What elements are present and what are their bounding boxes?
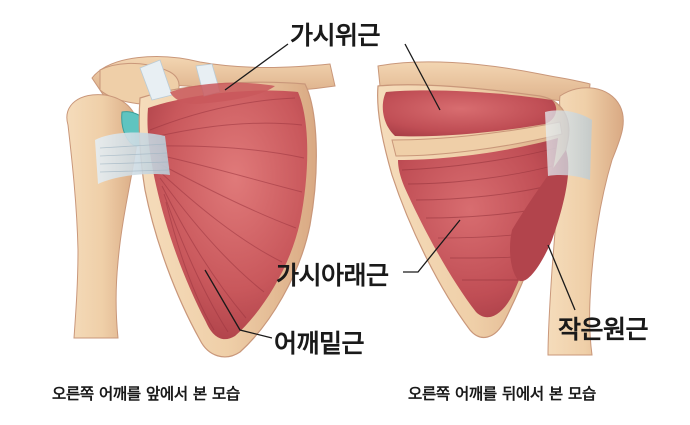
label-subscapularis: 어깨밑근: [274, 329, 365, 358]
front-view-illustration: [66, 56, 336, 358]
leader-supraspinatus-front: [224, 43, 289, 91]
caption-front-view: 오른쪽 어깨를 앞에서 본 모습: [52, 385, 240, 403]
label-teres-minor: 작은원근: [558, 315, 649, 344]
leader-subscapularis: [204, 269, 273, 339]
subscapularis-fibers: [149, 97, 305, 333]
label-supraspinatus: 가시위근: [290, 21, 381, 50]
subscapularis-muscle: [147, 90, 308, 340]
teres-minor-muscle: [510, 150, 569, 282]
joint-capsule-back: [545, 110, 592, 180]
supraspinatus-muscle: [382, 90, 557, 137]
leader-lines: [204, 43, 576, 339]
leader-teres-minor: [547, 244, 576, 311]
supraspinatus-front: [170, 82, 275, 104]
back-view-illustration: [377, 61, 624, 356]
leader-infraspinatus: [403, 219, 461, 273]
leader-supraspinatus-back: [404, 43, 441, 111]
caption-back-view: 오른쪽 어깨를 뒤에서 본 모습: [408, 385, 596, 403]
label-infraspinatus: 가시아래근: [276, 261, 389, 290]
joint-capsule-ligament: [95, 132, 170, 184]
ligament-lines: [99, 143, 170, 173]
